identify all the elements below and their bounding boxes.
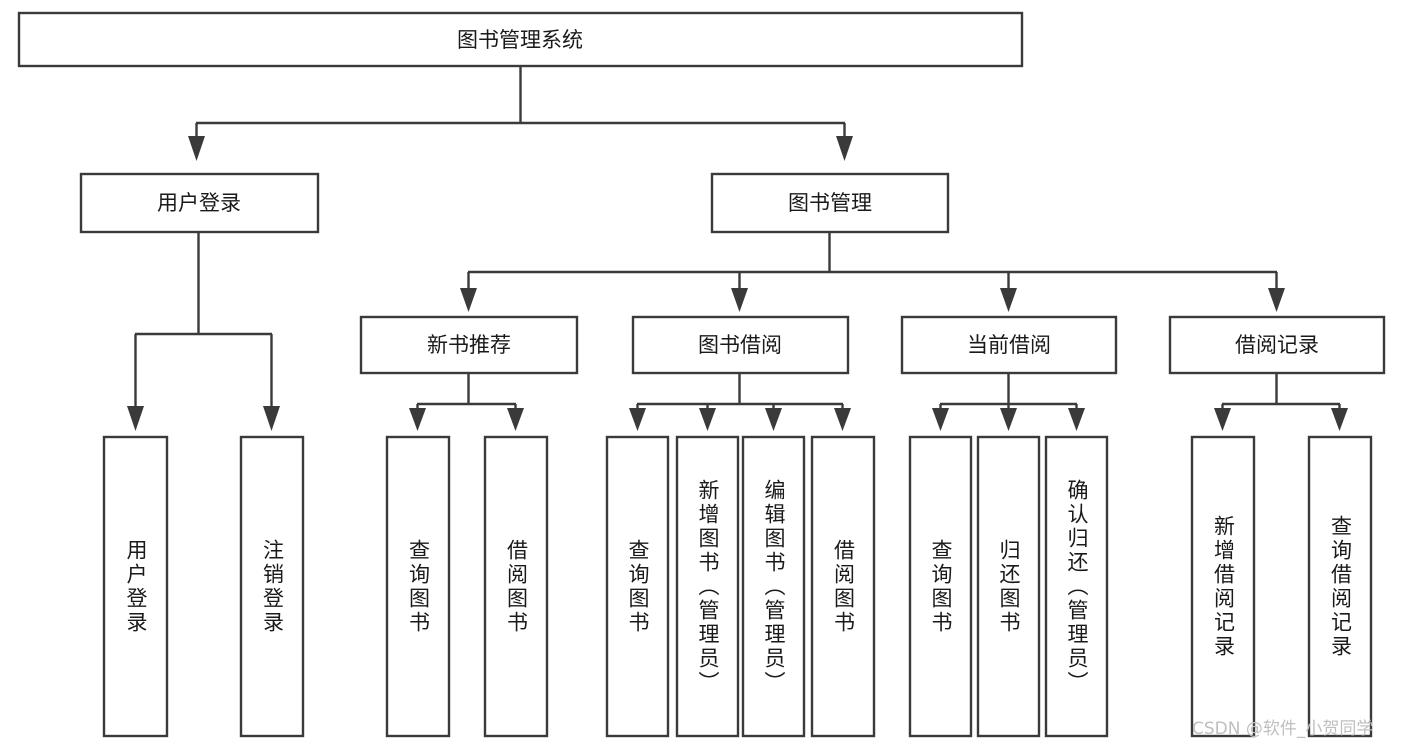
leaf-box-confirm-return[interactable] <box>1044 435 1109 738</box>
leaf-box-borrow-book-2[interactable] <box>810 435 876 738</box>
node-book-borrow[interactable]: 图书借阅 <box>631 315 850 375</box>
leaf-box-query-record[interactable] <box>1307 435 1373 738</box>
node-root[interactable]: 图书管理系统 <box>17 11 1024 68</box>
connector-newbook-to-leaves <box>409 373 524 431</box>
node-current-borrow-label: 当前借阅 <box>967 333 1051 357</box>
node-user-login[interactable]: 用户登录 <box>79 172 320 234</box>
node-new-book-recommend-label: 新书推荐 <box>427 333 511 357</box>
connector-currentborrow-to-leaves <box>932 373 1085 431</box>
node-new-book-recommend[interactable]: 新书推荐 <box>359 315 579 375</box>
node-borrow-record-label: 借阅记录 <box>1235 333 1319 357</box>
connector-bookborrow-to-leaves <box>629 373 851 431</box>
connector-userlogin-to-leaves <box>127 232 280 431</box>
leaf-box-query-book-3[interactable] <box>908 435 973 738</box>
node-book-manage[interactable]: 图书管理 <box>710 172 950 234</box>
leaf-box-query-book-2[interactable] <box>605 435 670 738</box>
leaf-box-return-book[interactable] <box>976 435 1041 738</box>
node-borrow-record[interactable]: 借阅记录 <box>1168 315 1386 375</box>
node-book-manage-label: 图书管理 <box>788 191 872 215</box>
node-book-borrow-label: 图书借阅 <box>698 333 782 357</box>
leaf-box-query-book-1[interactable] <box>385 435 451 738</box>
node-root-label: 图书管理系统 <box>457 28 583 52</box>
leaf-box-edit-book[interactable] <box>741 435 806 738</box>
leaf-box-user-login[interactable] <box>102 435 169 738</box>
connector-bookmanage-to-level3 <box>460 232 1285 312</box>
leaf-box-borrow-book-1[interactable] <box>483 435 549 738</box>
csdn-watermark: CSDN @软件_小贺同学 <box>1192 719 1374 739</box>
leaf-box-add-record[interactable] <box>1190 435 1256 738</box>
node-current-borrow[interactable]: 当前借阅 <box>900 315 1118 375</box>
leaf-box-add-book[interactable] <box>675 435 740 738</box>
connector-root-to-level2 <box>188 66 853 161</box>
connector-borrowrecord-to-leaves <box>1214 373 1348 431</box>
node-user-login-label: 用户登录 <box>157 191 241 215</box>
leaf-box-logout[interactable] <box>239 435 305 738</box>
